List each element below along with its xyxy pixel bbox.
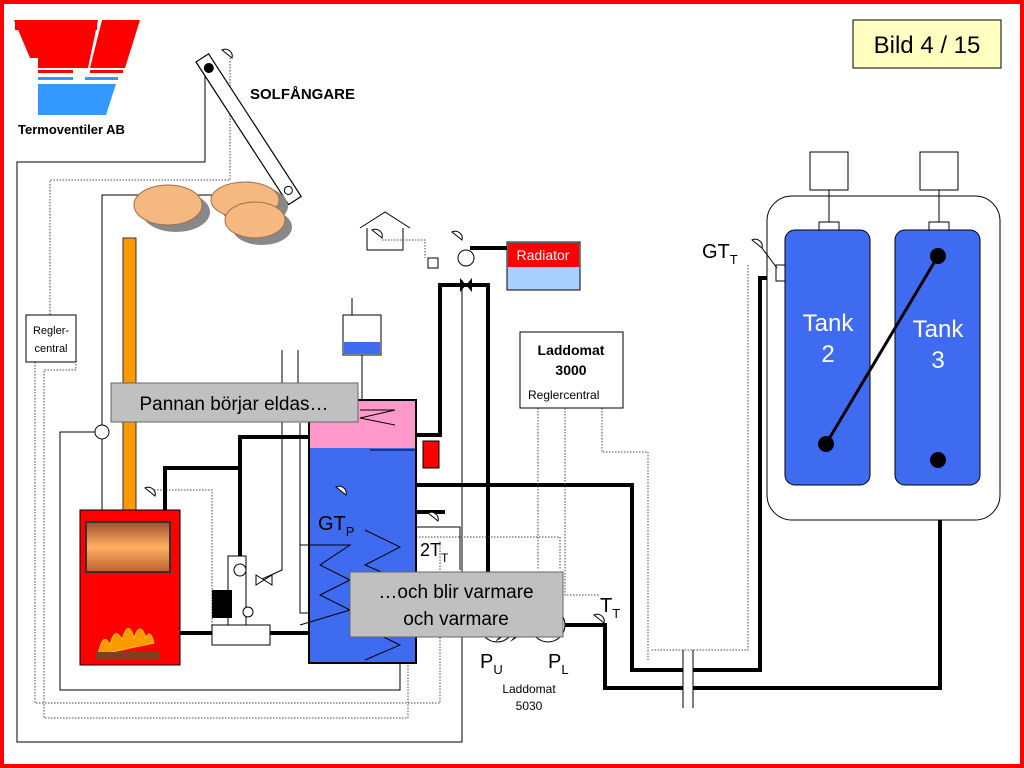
- laddomat-valve-unit: [211, 555, 273, 646]
- clouds: [133, 181, 292, 245]
- regler-central-box: Regler- central: [25, 314, 77, 363]
- slide-counter-text: Bild 4 / 15: [874, 32, 981, 59]
- laddomat3000-sub: Reglercentral: [528, 388, 599, 402]
- tank3-label-1: Tank: [913, 316, 965, 343]
- laddomat5030-label-2: 5030: [516, 699, 543, 713]
- gtp-sensor-icon: [335, 485, 347, 496]
- tank2-label-2: 2: [821, 341, 834, 368]
- tank2-label-1: Tank: [803, 310, 855, 337]
- expansion-vessel: [342, 298, 382, 400]
- gtp-label: GTP: [318, 513, 354, 539]
- regler-label-1: Regler-: [33, 325, 69, 337]
- slide-counter: Bild 4 / 15: [852, 19, 1002, 69]
- fire-icon: [97, 628, 155, 656]
- callout-first-text: Pannan börjar eldas…: [139, 394, 328, 415]
- mixing-valve-icon: [460, 278, 472, 292]
- callout-getting-warmer: …och blir varmare och varmare: [349, 571, 564, 638]
- 2tt-label: 2TT: [420, 540, 449, 565]
- house-sensor-icon: [359, 211, 439, 269]
- valve-icon: [255, 574, 273, 586]
- solar-collector: [195, 53, 302, 206]
- laddomat-3000-box: Laddomat 3000 Reglercentral: [519, 331, 624, 409]
- pl-label: PL: [548, 651, 569, 677]
- laddomat3000-title-2: 3000: [555, 362, 586, 378]
- callout-second-line1: …och blir varmare: [378, 582, 533, 603]
- callout-boiler-fired: Pannan börjar eldas…: [110, 382, 359, 423]
- callout-second-line2: och varmare: [403, 609, 509, 630]
- regler-label-2: central: [34, 343, 67, 355]
- logo-company-name: Termoventiler AB: [18, 122, 125, 137]
- electric-heater: [422, 440, 440, 469]
- laddomat5030-label-1: Laddomat: [502, 682, 556, 696]
- tank3-label-2: 3: [931, 347, 944, 374]
- pump-icon: [94, 424, 110, 440]
- radiator: Radiator: [506, 241, 581, 291]
- tt-label: TT: [600, 595, 620, 621]
- termoventiler-logo: Termoventiler AB: [14, 20, 140, 137]
- boiler: [79, 509, 181, 666]
- gtt-label: GTT: [702, 241, 738, 267]
- solar-sensor-icon: [221, 48, 233, 59]
- storage-tanks: Tank 2 Tank 3: [766, 151, 1001, 521]
- laddomat3000-title-1: Laddomat: [538, 342, 605, 358]
- radiator-label: Radiator: [517, 247, 570, 263]
- pu-label: PU: [480, 651, 503, 677]
- radiator-pump-icon: [457, 249, 475, 267]
- solar-label: SOLFÅNGARE: [250, 86, 355, 103]
- chimney: [122, 237, 137, 511]
